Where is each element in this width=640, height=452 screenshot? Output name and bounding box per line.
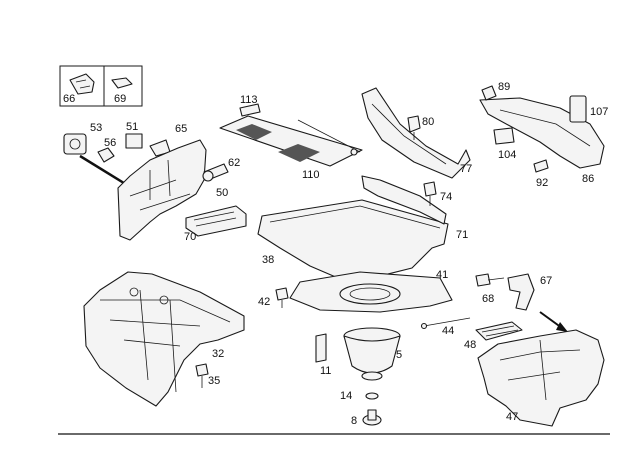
callout-113: 113 — [240, 94, 258, 106]
floor-panel-part-41 — [289, 271, 453, 313]
callout-110: 110 — [302, 169, 320, 181]
callout-35: 35 — [208, 375, 220, 387]
callout-14: 14 — [340, 390, 352, 402]
callout-11: 11 — [320, 365, 331, 377]
handle-part-107 — [569, 95, 587, 123]
nut-part-8 — [362, 409, 382, 426]
switch-part-53 — [63, 133, 87, 155]
callout-66: 66 — [63, 93, 75, 105]
callout-74: 74 — [440, 191, 452, 203]
cover-part-51 — [125, 133, 143, 149]
callout-70: 70 — [184, 231, 196, 243]
bracket-part-67 — [507, 273, 535, 311]
bolt-part-62 — [202, 163, 229, 182]
callout-86: 86 — [582, 173, 594, 185]
callout-47: 47 — [506, 411, 518, 423]
callout-68: 68 — [482, 293, 494, 305]
clip-part-69 — [111, 77, 133, 89]
side-trim-part-50 — [117, 139, 207, 241]
callout-8: 8 — [351, 415, 357, 427]
clip-part-42 — [275, 287, 289, 308]
plate-part-11 — [315, 333, 327, 363]
callout-77: 77 — [460, 163, 472, 175]
callout-80: 80 — [422, 116, 434, 128]
callout-104: 104 — [498, 149, 516, 161]
callout-41: 41 — [436, 269, 448, 281]
callout-44: 44 — [442, 325, 454, 337]
hook-part-113 — [239, 103, 261, 117]
bracket-part-104 — [493, 127, 515, 145]
spacer-part-14 — [365, 392, 379, 400]
callout-89: 89 — [498, 81, 510, 93]
floor-mat-part-38 — [257, 199, 449, 279]
wheel-well-part-47 — [477, 329, 605, 427]
bowl-part-5 — [343, 327, 401, 381]
rod-part-44 — [420, 317, 471, 330]
callout-32: 32 — [212, 348, 224, 360]
clip-part-74 — [423, 181, 437, 206]
strip-part-77 — [361, 87, 471, 179]
callout-92: 92 — [536, 177, 548, 189]
pin-part-92 — [533, 159, 549, 173]
callout-42: 42 — [258, 296, 270, 308]
callout-50: 50 — [216, 187, 228, 199]
inset-box — [59, 65, 143, 107]
callout-69: 69 — [114, 93, 126, 105]
panel-part-71 — [361, 175, 447, 225]
bracket-part-56 — [97, 147, 115, 163]
callout-48: 48 — [464, 339, 476, 351]
floor-assembly-part-32 — [83, 271, 245, 407]
callout-65: 65 — [175, 123, 187, 135]
callout-53: 53 — [90, 122, 102, 134]
clip-part-35 — [195, 363, 209, 388]
tray-part-70 — [185, 205, 247, 237]
callout-5: 5 — [396, 349, 402, 361]
callout-107: 107 — [590, 106, 608, 118]
clip-part-89 — [481, 85, 497, 101]
callout-67: 67 — [540, 275, 552, 287]
clip-part-66 — [69, 73, 95, 95]
net-part-110 — [219, 115, 363, 167]
clip-part-80 — [407, 115, 421, 140]
arrow-67-47 — [539, 311, 568, 332]
callout-71: 71 — [456, 229, 468, 241]
grille-part-48 — [475, 321, 523, 341]
callout-38: 38 — [262, 254, 274, 266]
callout-56: 56 — [104, 137, 116, 149]
callout-51: 51 — [126, 121, 138, 133]
bolt-part-68 — [475, 273, 505, 287]
callout-62: 62 — [228, 157, 240, 169]
